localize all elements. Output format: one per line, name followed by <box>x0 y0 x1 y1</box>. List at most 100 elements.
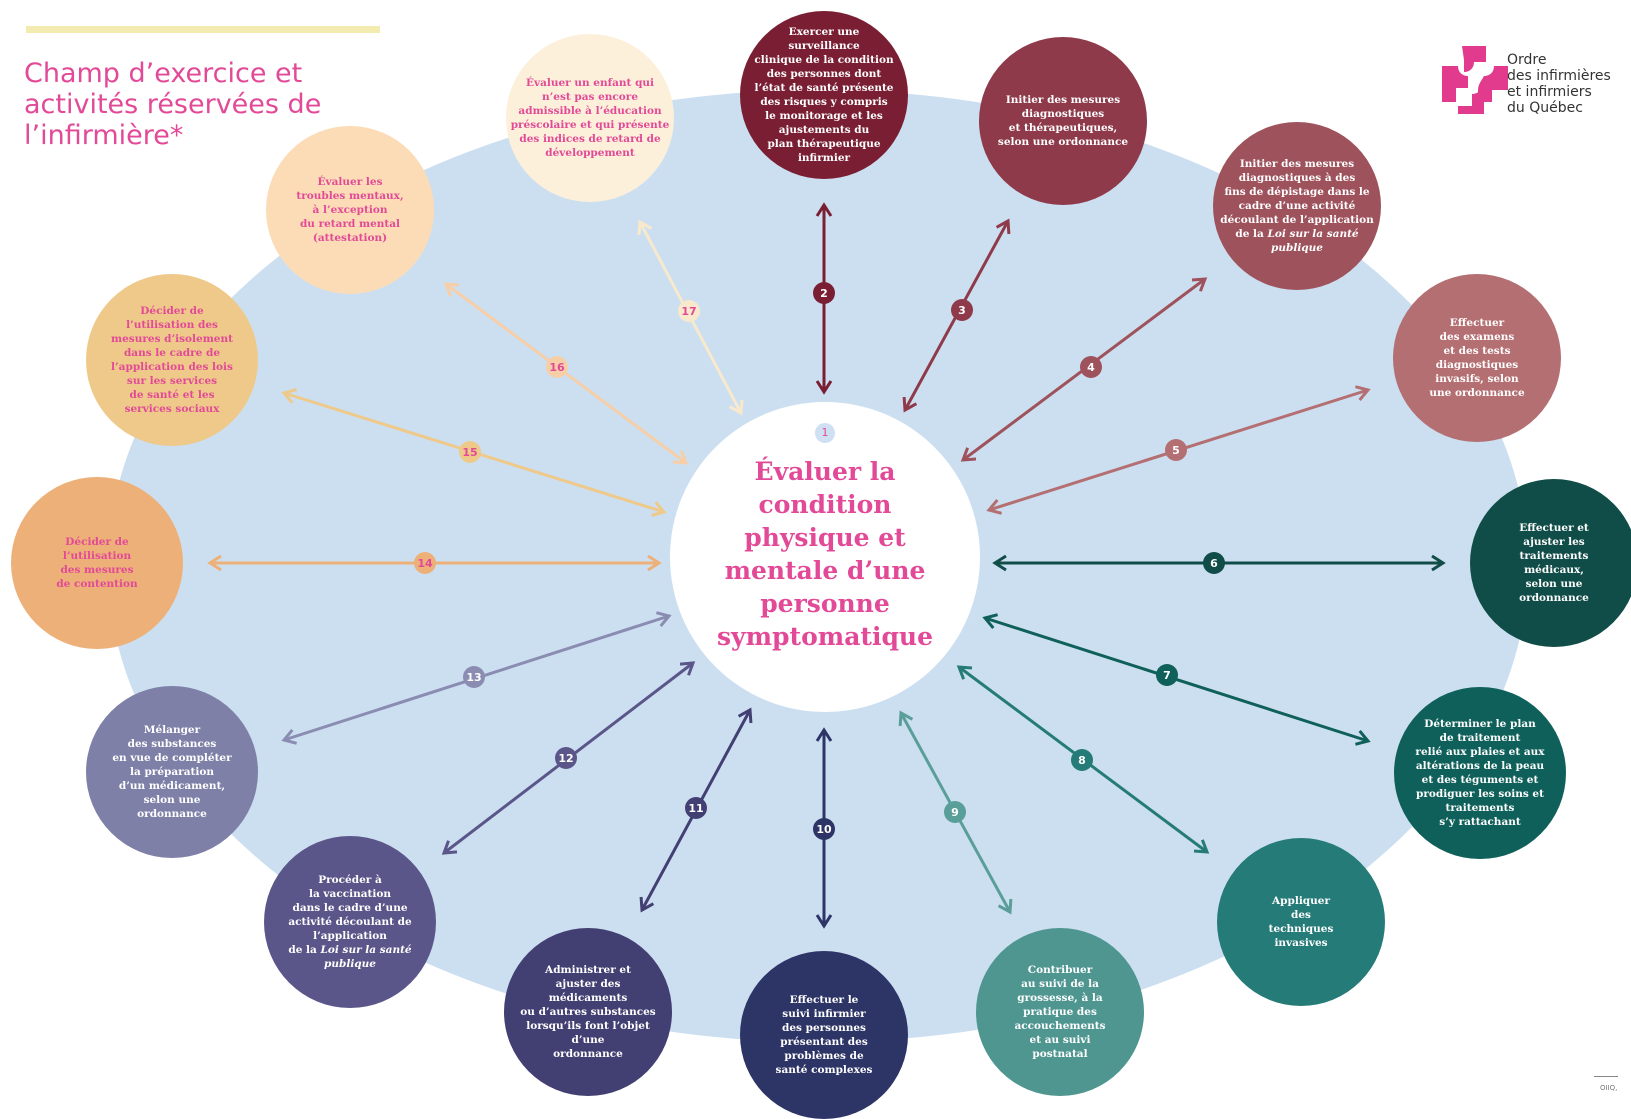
activity-number-badge <box>944 801 966 823</box>
center-line: mentale d’une <box>724 556 926 585</box>
activity-number: 6 <box>1210 557 1218 570</box>
activity-text-line: des indices de retard de <box>519 133 661 145</box>
activity-number-badge <box>555 747 577 769</box>
activity-text-line: Initier des mesures <box>1239 158 1355 170</box>
connector-arrow-2: 2 <box>813 202 835 395</box>
activity-text-line: médicaux, <box>1524 564 1584 576</box>
arrowhead <box>651 501 667 517</box>
activity-text-line: d’un médicament, <box>118 780 226 792</box>
connector-arrow-7: 7 <box>982 613 1371 746</box>
activity-text-line: selon une <box>1525 578 1583 590</box>
connector-arrow-6: 6 <box>992 552 1446 574</box>
arrowhead <box>902 396 918 413</box>
activity-text-line: s’y rattachant <box>1439 816 1521 828</box>
center-line: personne <box>760 589 890 618</box>
activity-number-badge <box>813 282 835 304</box>
connector-arrow-13: 13 <box>281 611 672 745</box>
central-activity-circle <box>670 402 980 712</box>
arrowhead <box>982 613 998 629</box>
activity-text-line: Mélanger <box>143 724 201 736</box>
activity-text-line: au suivi de la <box>1021 978 1099 990</box>
activity-text-line: invasifs, selon <box>1435 373 1519 385</box>
activity-text-line: ordonnance <box>137 808 207 820</box>
arrowhead <box>207 554 222 572</box>
activity-text-line: ou d’autres substances <box>520 1006 656 1018</box>
activity-node-13: Mélanger des substances en vue de compléte… <box>86 686 258 858</box>
central-activity-text: Évaluer la condition physique et mentale… <box>690 455 960 653</box>
activity-text-line: ajuster les <box>1523 536 1585 548</box>
central-activity-number: 1 <box>815 423 835 443</box>
arrowhead <box>443 282 460 297</box>
activity-text-line: des risques y compris <box>760 96 888 108</box>
arrowhead <box>441 840 458 855</box>
activity-text-line: ordonnance <box>553 1048 623 1060</box>
activity-number: 16 <box>549 361 565 374</box>
activity-text-line: infirmier <box>797 152 851 164</box>
activity-text-line: suivi infirmier <box>782 1008 866 1020</box>
activity-text-line: Décider de <box>140 305 204 317</box>
activity-text-line: et au suivi <box>1029 1034 1091 1046</box>
activity-text-line: activité découlant de <box>288 916 412 928</box>
activity-text-line: des substances <box>127 738 217 750</box>
activity-text-line: préscolaire et qui présente <box>510 119 670 131</box>
arrowhead <box>992 554 1007 572</box>
activity-text-line: découlant de l’application <box>1220 214 1374 226</box>
arrowhead <box>898 710 914 727</box>
activity-text-line: des personnes <box>782 1022 866 1034</box>
activity-text-line: traitements <box>1519 550 1589 562</box>
arrowhead <box>956 665 973 680</box>
activity-text-line: Effectuer et <box>1519 522 1589 534</box>
activity-text-line: et des téguments et <box>1421 774 1539 786</box>
activity-number-badge <box>813 818 835 840</box>
activity-text-line: médicaments <box>548 992 628 1004</box>
activity-text-line: n’est pas encore <box>541 91 639 103</box>
activity-text-line: la vaccination <box>308 888 392 900</box>
activity-text-line: et des tests <box>1443 345 1511 357</box>
activity-text-line: ajuster des <box>555 978 621 990</box>
connector-arrow-3: 3 <box>902 218 1011 413</box>
activity-text-line: cadre d’une activité <box>1238 200 1356 212</box>
connector-arrow-15: 15 <box>281 388 667 517</box>
activity-text-line: selon une <box>143 794 201 806</box>
activity-text-line: publique <box>1271 242 1323 254</box>
activity-text-line: diagnostiques à des <box>1238 172 1356 184</box>
footer-rule <box>1594 1076 1618 1077</box>
arrowhead <box>672 450 689 465</box>
activity-text-line: plan thérapeutique <box>767 138 881 150</box>
arrowhead <box>637 219 653 236</box>
activity-text-line: traitements <box>1445 802 1515 814</box>
activity-number-badge <box>463 666 485 688</box>
logo-line: et infirmiers <box>1507 84 1592 100</box>
title-line: Champ d’exercice et <box>24 58 303 90</box>
footer-text: OIIQ, <box>1600 1084 1618 1092</box>
connector-arrow-16: 16 <box>443 282 689 465</box>
arrowhead <box>281 388 297 404</box>
activity-text-line: pratique des <box>1023 1006 1097 1018</box>
activity-text-line: clinique de la condition <box>754 54 894 66</box>
activity-text-line: en vue de compléter <box>112 752 232 764</box>
activity-text-line: santé complexes <box>775 1064 873 1076</box>
center-line: Évaluer la <box>754 457 896 486</box>
organization-name: Ordre des infirmières et infirmiers du Q… <box>1507 52 1631 116</box>
arrowhead <box>986 499 1002 515</box>
activity-number-badge <box>678 300 700 322</box>
arrowhead <box>737 707 753 724</box>
activity-number: 14 <box>417 557 433 570</box>
activity-text-line: de santé et les <box>129 389 215 401</box>
activity-text-line: l’application des lois <box>111 361 233 373</box>
title-accent-bar <box>26 26 380 33</box>
connector-arrow-9: 9 <box>898 710 1013 915</box>
activity-text-line: problèmes de <box>784 1050 864 1062</box>
center-line: symptomatique <box>716 622 933 651</box>
center-line: physique et <box>744 523 906 552</box>
activity-text-line: dans le cadre de <box>123 347 221 359</box>
activity-text-line: des personnes dont <box>766 68 882 80</box>
activity-text-line: de la Loi sur la santé <box>288 944 412 956</box>
